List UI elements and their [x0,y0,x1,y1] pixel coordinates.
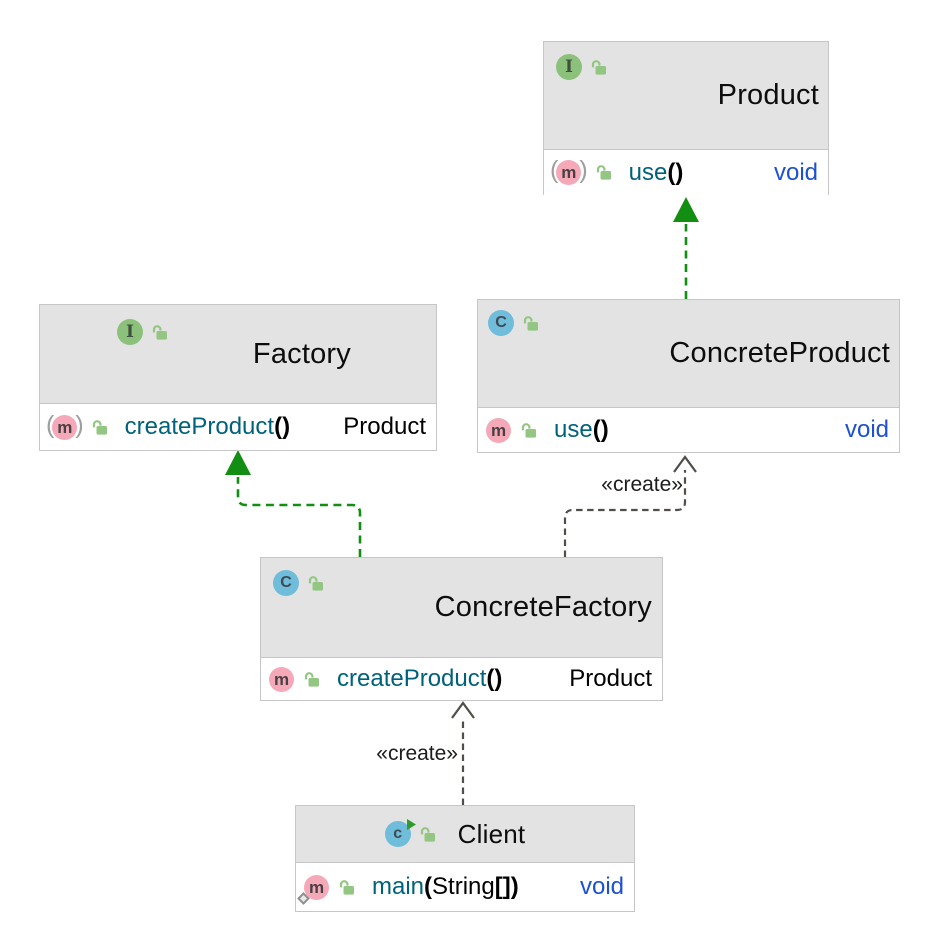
node-title: ConcreteFactory [434,591,652,623]
runnable-class-icon: c [384,819,416,847]
class-icon: C [488,310,514,336]
return-type: void [579,873,624,900]
realization-edge-concreteproduct-product[interactable] [673,197,699,299]
method-icon: m [486,417,511,443]
run-badge-icon [406,817,417,835]
member-row-use[interactable]: m use() void [478,408,899,452]
create-stereotype-label: «create» [601,473,683,496]
public-lock-icon [337,879,356,896]
method-signature: main(String[]) [372,873,519,900]
return-type: void [844,416,889,443]
node-title: Product [717,79,819,111]
node-title: Factory [252,337,351,370]
public-lock-icon [589,59,608,76]
member-row-use[interactable]: ( m ) use() void [544,150,828,195]
class-node-concreteproduct[interactable]: C ConcreteProduct m use() void [477,299,900,453]
node-header: I Factory [40,305,436,404]
method-signature: createProduct() [337,665,503,692]
class-node-factory[interactable]: I Factory ( m ) createProduct() Product [39,304,437,451]
public-lock-icon [418,826,437,843]
public-lock-icon [90,419,109,436]
node-header: c Client [296,806,634,863]
return-type: void [773,158,818,186]
method-icon: m [269,666,294,692]
static-method-icon: m [297,874,329,905]
create-stereotype-label: «create» [376,742,458,765]
class-node-product[interactable]: I Product ( m ) use() void [543,41,829,195]
node-header: C ConcreteFactory [261,558,662,658]
abstract-method-icon: ( m ) [550,156,588,185]
node-header: I Product [544,42,828,150]
method-signature: createProduct() [124,413,291,440]
create-edge-client-concretefactory[interactable] [451,701,475,805]
realization-edge-concretefactory-factory[interactable] [225,450,362,557]
method-signature: use() [628,158,684,186]
public-lock-icon [519,422,538,439]
member-row-createproduct[interactable]: ( m ) createProduct() Product [40,404,436,450]
node-header: C ConcreteProduct [478,300,899,408]
create-edge-concretefactory-concreteproduct[interactable] [563,455,697,557]
class-node-client[interactable]: c Client m main(Stri [295,805,635,912]
public-lock-icon [150,324,169,341]
return-type: Product [569,665,652,692]
class-node-concretefactory[interactable]: C ConcreteFactory m createProduct() Prod… [260,557,663,701]
node-title: Client [457,818,526,849]
class-icon: C [273,570,299,596]
public-lock-icon [306,575,325,592]
interface-icon: I [117,319,143,345]
public-lock-icon [594,164,613,181]
public-lock-icon [302,671,321,688]
public-lock-icon [521,315,540,332]
abstract-method-icon: ( m ) [46,410,84,440]
member-row-main[interactable]: m main(String[]) void [296,863,634,911]
node-title: ConcreteProduct [669,337,890,369]
member-row-createproduct[interactable]: m createProduct() Product [261,658,662,700]
method-signature: use() [554,416,609,443]
interface-icon: I [556,54,582,80]
return-type: Product [343,413,426,440]
